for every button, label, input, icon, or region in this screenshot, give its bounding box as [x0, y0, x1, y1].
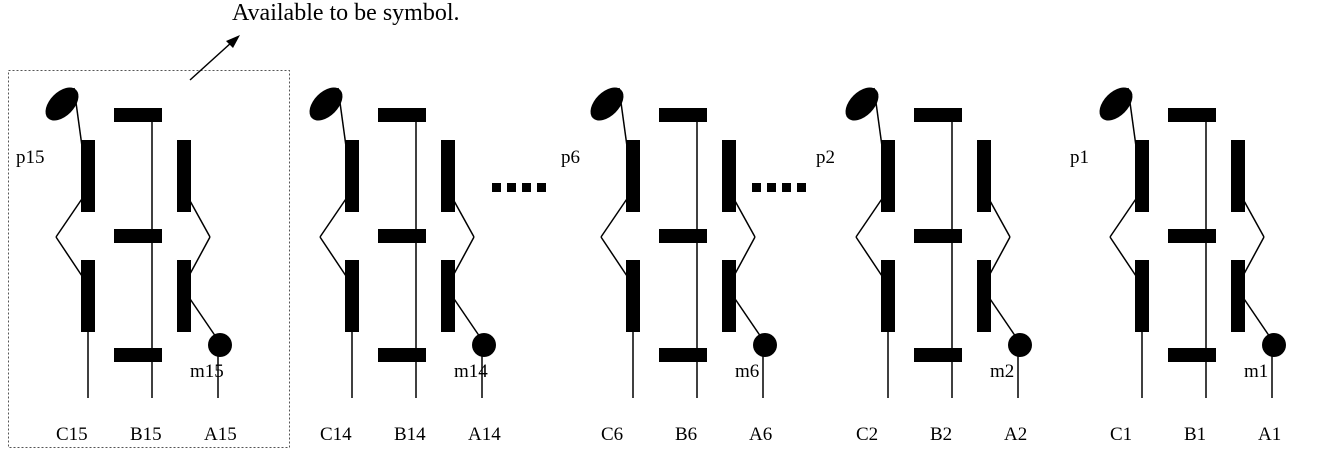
unit-5-segment-upper-right [1231, 140, 1245, 212]
unit-4-segment-middle [914, 229, 962, 243]
unit-3-a-label: A6 [749, 424, 772, 445]
unit-3-segment-upper-left [626, 140, 640, 212]
unit-2-segment-bottom [378, 348, 426, 362]
unit-3-p-label: p6 [561, 147, 580, 168]
unit-4-segment-upper-right [977, 140, 991, 212]
unit-2-segment-lower-right [441, 260, 455, 332]
unit-5-c-label: C1 [1110, 424, 1132, 445]
unit-4-p-terminal-icon [845, 87, 879, 121]
unit-3-segment-upper-right [722, 140, 736, 212]
unit-1-segment-upper-left [81, 140, 95, 212]
unit-2-segment-upper-left [345, 140, 359, 212]
unit-2-a-label: A14 [468, 424, 501, 445]
unit-4-segment-lower-left [881, 260, 895, 332]
unit-2-segment-middle [378, 229, 426, 243]
unit-3-segment-lower-left [626, 260, 640, 332]
unit-4-b-label: B2 [930, 424, 952, 445]
annotation-arrow-line [189, 41, 233, 81]
unit-3-segment-top [659, 108, 707, 122]
ellipsis-2-dot [797, 183, 806, 192]
unit-3-segment-middle [659, 229, 707, 243]
unit-4-p-label: p2 [816, 147, 835, 168]
unit-3-p-terminal-icon [590, 87, 624, 121]
unit-1-segment-lower-right [177, 260, 191, 332]
unit-1-segment-bottom [114, 348, 162, 362]
unit-4-segment-bottom [914, 348, 962, 362]
unit-3-m-terminal-icon [753, 333, 777, 357]
unit-2-segment-upper-right [441, 140, 455, 212]
ellipsis-2-dot [782, 183, 791, 192]
unit-1-segment-top [114, 108, 162, 122]
ellipsis-1-dot [522, 183, 531, 192]
unit-1-segment-upper-right [177, 140, 191, 212]
unit-4-segment-upper-left [881, 140, 895, 212]
unit-4-a-label: A2 [1004, 424, 1027, 445]
unit-5-segment-lower-right [1231, 260, 1245, 332]
unit-3-m-label: m6 [735, 361, 759, 382]
symbol-boundary-box [8, 70, 290, 448]
unit-5-p-label: p1 [1070, 147, 1089, 168]
unit-1-m-label: m15 [190, 361, 224, 382]
ellipsis-1-dot [507, 183, 516, 192]
unit-5-segment-bottom [1168, 348, 1216, 362]
unit-1-segment-lower-left [81, 260, 95, 332]
unit-5-m-label: m1 [1244, 361, 1268, 382]
unit-2-p-terminal-icon [309, 87, 343, 121]
annotation-text: Available to be symbol. [232, 0, 460, 26]
unit-5-segment-lower-left [1135, 260, 1149, 332]
unit-4-segment-top [914, 108, 962, 122]
ellipsis-2-dot [767, 183, 776, 192]
unit-5-segment-middle [1168, 229, 1216, 243]
unit-4-m-terminal-icon [1008, 333, 1032, 357]
unit-3-segment-lower-right [722, 260, 736, 332]
unit-5-p-terminal-icon [1099, 87, 1133, 121]
annotation-arrowhead-icon [226, 35, 240, 48]
unit-2-segment-top [378, 108, 426, 122]
unit-1-segment-middle [114, 229, 162, 243]
ellipsis-1-dot [492, 183, 501, 192]
unit-5-segment-top [1168, 108, 1216, 122]
unit-2-b-label: B14 [394, 424, 426, 445]
unit-5-segment-upper-left [1135, 140, 1149, 212]
unit-2-c-label: C14 [320, 424, 352, 445]
unit-1-a-label: A15 [204, 424, 237, 445]
unit-2-m-terminal-icon [472, 333, 496, 357]
unit-1-c-label: C15 [56, 424, 88, 445]
unit-1-b-label: B15 [130, 424, 162, 445]
unit-1-m-terminal-icon [208, 333, 232, 357]
ellipsis-1-dot [537, 183, 546, 192]
unit-2-segment-lower-left [345, 260, 359, 332]
unit-3-c-label: C6 [601, 424, 623, 445]
unit-5-a-label: A1 [1258, 424, 1281, 445]
unit-4-m-label: m2 [990, 361, 1014, 382]
unit-4-c-label: C2 [856, 424, 878, 445]
unit-4-segment-lower-right [977, 260, 991, 332]
unit-2-m-label: m14 [454, 361, 488, 382]
unit-3-segment-bottom [659, 348, 707, 362]
ellipsis-2-dot [752, 183, 761, 192]
unit-5-b-label: B1 [1184, 424, 1206, 445]
unit-3-b-label: B6 [675, 424, 697, 445]
unit-1-p-terminal-icon [45, 87, 79, 121]
unit-5-m-terminal-icon [1262, 333, 1286, 357]
unit-1-p-label: p15 [16, 147, 45, 168]
